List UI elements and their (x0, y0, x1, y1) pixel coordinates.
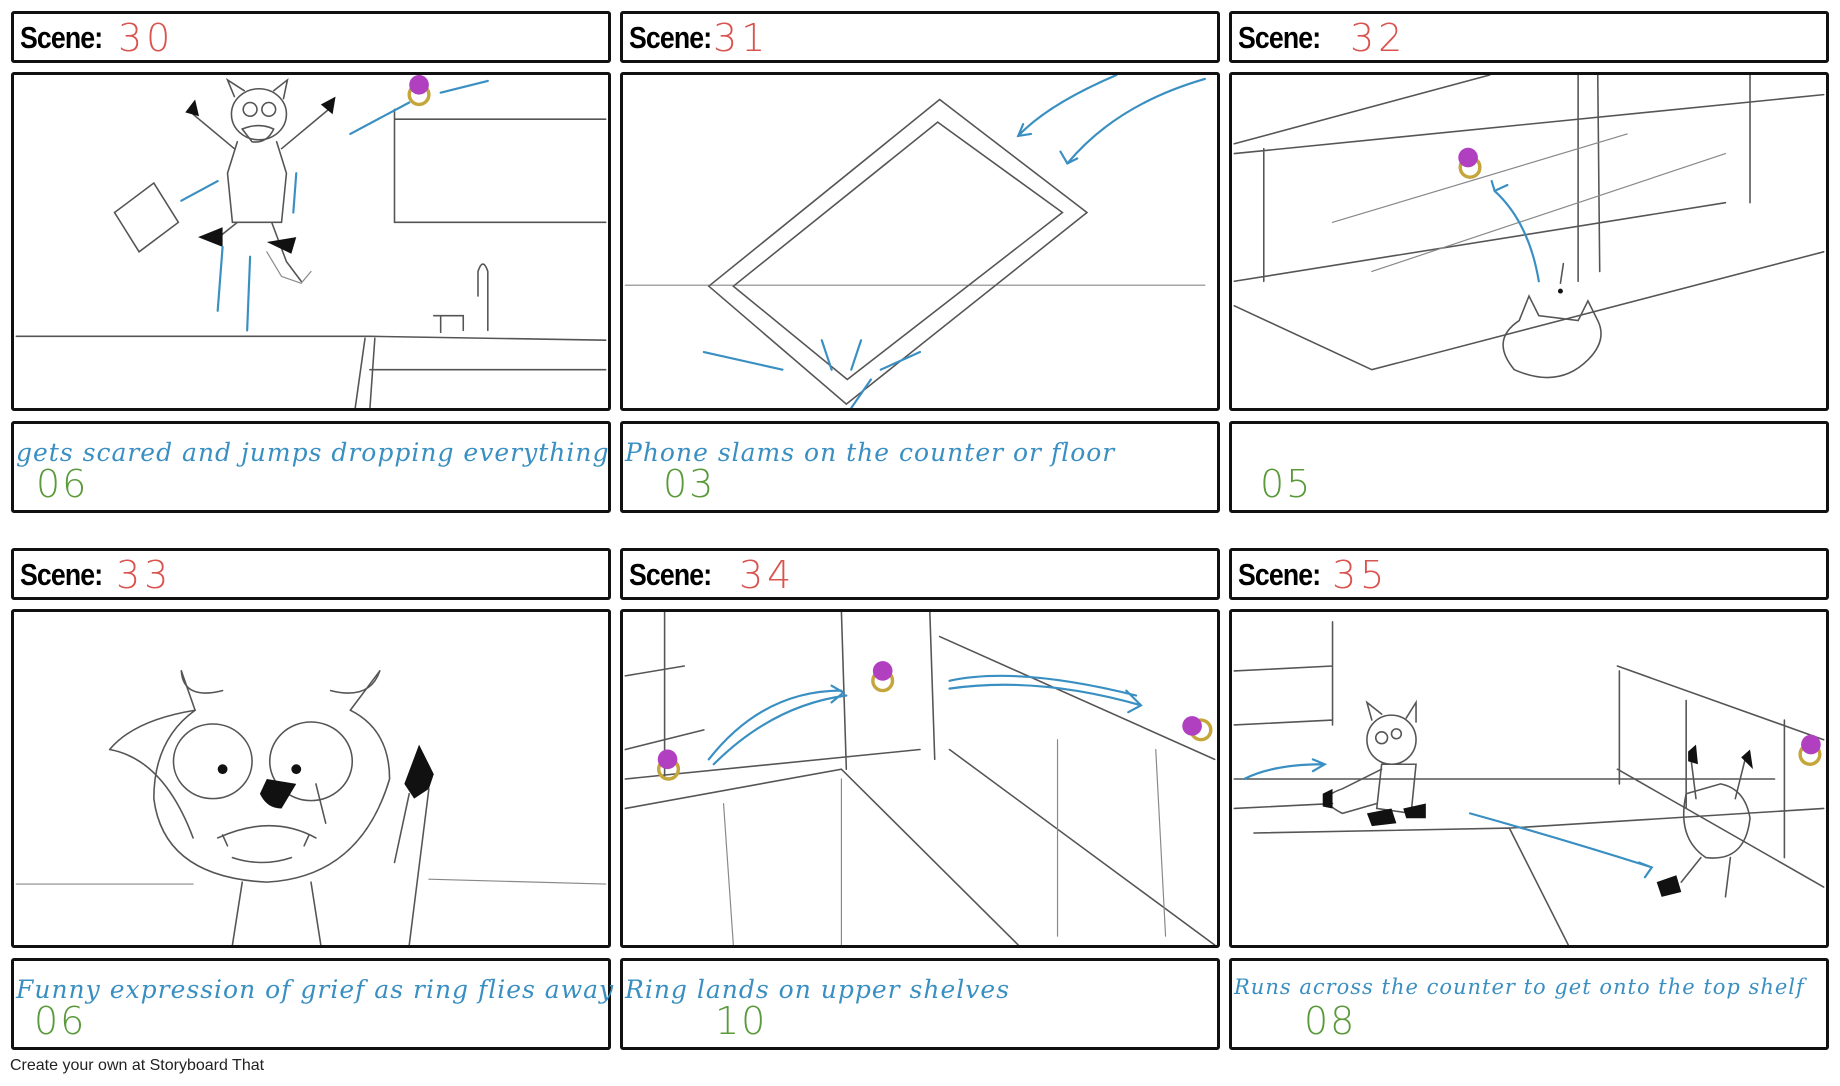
scene-label: Scene: (20, 557, 103, 592)
sketch-illustration (1233, 75, 1825, 379)
caption-text: Ring lands on upper shelves (625, 975, 1011, 1004)
scene-label: Scene: (20, 20, 103, 55)
scene-number: 32 (1350, 16, 1407, 60)
panel-1-artwork[interactable] (11, 72, 611, 411)
panel-6-caption-box[interactable]: Runs across the counter to get onto the … (1229, 958, 1829, 1050)
duration-text: 08 (1304, 999, 1357, 1043)
footer-credit[interactable]: Create your own at Storyboard That (10, 1057, 265, 1074)
panel-2-title-box[interactable]: Scene: 31 (620, 11, 1220, 63)
panel-3-artwork[interactable] (1229, 72, 1829, 411)
caption-text: Runs across the counter to get onto the … (1234, 975, 1805, 999)
panel-6-artwork[interactable] (1229, 609, 1829, 948)
caption-text: Phone slams on the counter or floor (625, 438, 1116, 467)
panel-3-caption-box[interactable]: 05 (1229, 421, 1829, 513)
sketch-illustration (624, 75, 1206, 408)
scene-label: Scene: (629, 557, 712, 592)
scene-number: 34 (739, 553, 796, 597)
panel-5-caption-box[interactable]: Ring lands on upper shelves 10 (620, 958, 1220, 1050)
scene-label: Scene: (629, 20, 712, 55)
duration-text: 03 (663, 462, 716, 506)
panel-1-caption-box[interactable]: gets scared and jumps dropping everythin… (11, 421, 611, 513)
panel-5-title-box[interactable]: Scene: 34 (620, 548, 1220, 600)
sketch-illustration (1233, 621, 1825, 945)
caption-text: Funny expression of grief as ring flies … (16, 975, 615, 1004)
scene-number: 30 (118, 16, 175, 60)
caption-text: gets scared and jumps dropping everythin… (16, 438, 610, 467)
duration-text: 06 (34, 999, 87, 1043)
duration-text: 05 (1260, 462, 1313, 506)
duration-text: 06 (36, 462, 89, 506)
panel-2-artwork[interactable] (620, 72, 1220, 411)
panel-5-artwork[interactable] (620, 609, 1220, 948)
panel-4-caption-box[interactable]: Funny expression of grief as ring flies … (11, 958, 615, 1050)
scene-label: Scene: (1238, 557, 1321, 592)
panel-4-title-box[interactable]: Scene: 33 (11, 548, 611, 600)
panel-1-title-box[interactable]: Scene: 30 (11, 11, 611, 63)
panel-6-title-box[interactable]: Scene: 35 (1229, 548, 1829, 600)
panel-2-caption-box[interactable]: Phone slams on the counter or floor 03 (620, 421, 1220, 513)
duration-text: 10 (715, 999, 768, 1043)
scene-number: 31 (713, 16, 770, 60)
panel-4-artwork[interactable] (11, 609, 611, 948)
sketch-illustration (15, 670, 607, 945)
scene-number: 35 (1332, 553, 1389, 597)
sketch-illustration (15, 75, 607, 408)
panel-3-title-box[interactable]: Scene: 32 (1229, 11, 1829, 63)
scene-label: Scene: (1238, 20, 1321, 55)
sketch-illustration (624, 612, 1216, 945)
scene-number: 33 (116, 553, 173, 597)
